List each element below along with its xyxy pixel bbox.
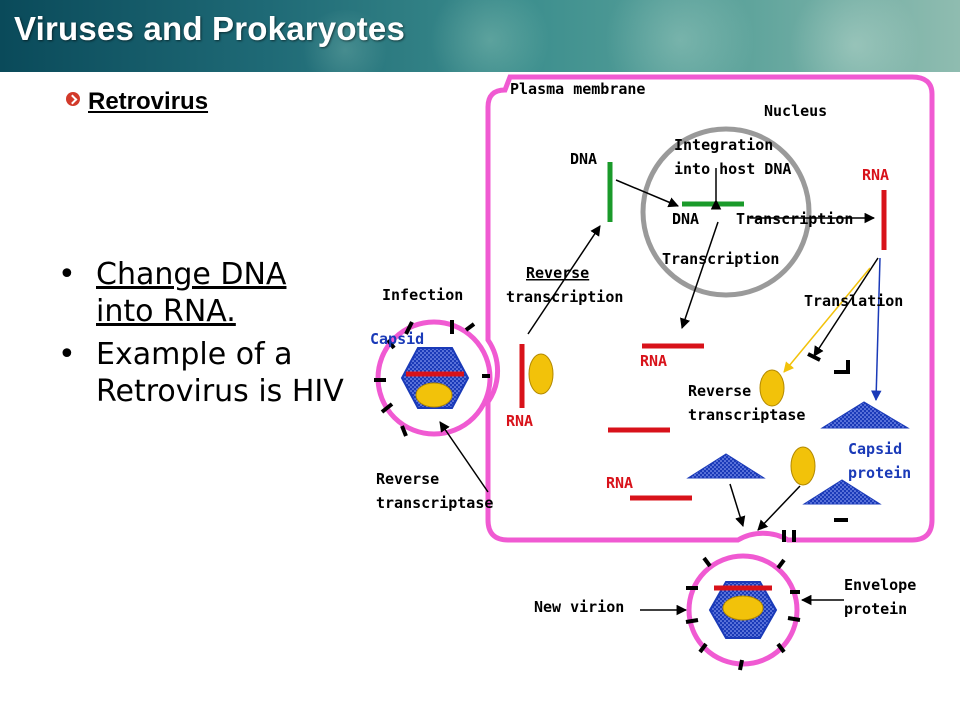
reverse-transcriptase-enzyme (528, 353, 554, 395)
bullet-item: •Change DNA into RNA. (58, 257, 287, 329)
bullet-text: Example of a Retrovirus is HIV (96, 337, 344, 409)
translation-arrow-blue (871, 257, 882, 402)
label-integration: into host DNA (674, 160, 791, 178)
label-nucleus: Nucleus (764, 102, 827, 120)
label-reverse-transcription: Reverse (526, 264, 589, 282)
bullet-text: Change DNA into RNA. (96, 257, 287, 329)
label-translation: Translation (804, 292, 903, 310)
envelope-protein-pieces (782, 352, 850, 542)
label-capsid-protein: Capsid (848, 440, 902, 458)
capsid-protein (802, 479, 882, 505)
infecting-virion (374, 319, 493, 437)
label-transcription: Transcription (736, 210, 853, 228)
process-arrows (439, 168, 879, 616)
reverse-transcriptase-enzyme (759, 369, 785, 407)
label-reverse-transcriptase: transcriptase (376, 494, 493, 512)
retrovirus-lifecycle-diagram: Plasma membrane Nucleus Integration into… (370, 74, 935, 671)
subheading: Retrovirus (66, 88, 208, 116)
label-plasma-membrane: Plasma membrane (510, 80, 645, 98)
plasma-membrane (485, 74, 935, 543)
label-dna: DNA (672, 210, 699, 228)
capsid-protein (820, 401, 910, 429)
translation-arrow-yellow (783, 267, 871, 373)
bullet-list: •Change DNA into RNA. •Example of a Retr… (58, 256, 348, 416)
label-capsid-protein: protein (848, 464, 911, 482)
bullet-item: •Example of a Retrovirus is HIV (58, 337, 344, 409)
slide-title: Viruses and Prokaryotes (14, 10, 406, 47)
label-rna: RNA (506, 412, 533, 430)
label-dna: DNA (570, 150, 597, 168)
label-reverse-transcriptase: Reverse (376, 470, 439, 488)
reverse-transcriptase-enzyme (790, 446, 816, 486)
label-rna: RNA (606, 474, 633, 492)
label-envelope-protein: protein (844, 600, 907, 618)
label-infection: Infection (382, 286, 463, 304)
label-new-virion: New virion (534, 598, 624, 616)
bullet-arrow-icon (66, 92, 80, 106)
nucleus (640, 126, 812, 298)
label-rna: RNA (640, 352, 667, 370)
label-rna: RNA (862, 166, 889, 184)
label-capsid: Capsid (370, 330, 424, 348)
label-reverse-transcriptase: transcriptase (688, 406, 805, 424)
label-envelope-protein: Envelope (844, 576, 916, 594)
capsid-protein (686, 453, 766, 479)
new-virion (685, 553, 801, 671)
label-reverse-transcription: transcription (506, 288, 623, 306)
label-integration: Integration (674, 136, 773, 154)
subheading-label: Retrovirus (88, 88, 209, 115)
label-reverse-transcriptase: Reverse (688, 382, 751, 400)
label-transcription: Transcription (662, 250, 779, 268)
title-banner: Viruses and Prokaryotes (0, 0, 960, 72)
